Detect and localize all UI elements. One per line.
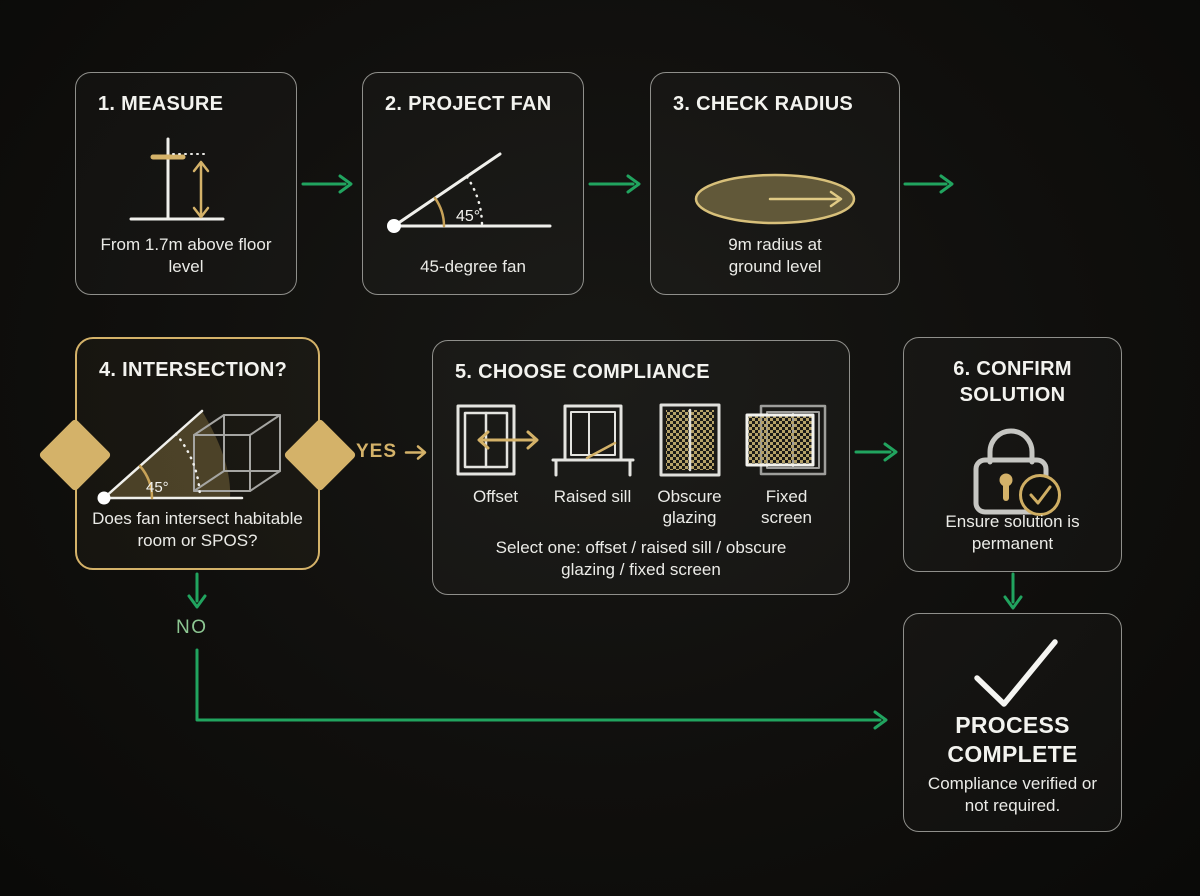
step-5-title: 5. CHOOSE COMPLIANCE bbox=[455, 361, 710, 383]
fan-angle-label: 45° bbox=[456, 208, 480, 225]
intersection-fan-cube-icon: 45° bbox=[77, 389, 318, 515]
step-4-caption: Does fan intersect habitable room or SPO… bbox=[92, 508, 303, 550]
process-complete-caption: Compliance verified or not required. bbox=[927, 773, 1098, 815]
step-3-caption: 9m radius at ground level bbox=[728, 234, 822, 276]
step-1-title: 1. MEASURE bbox=[98, 93, 224, 115]
arrowhead-step3-out bbox=[939, 174, 954, 194]
step-5-box: 5. CHOOSE COMPLIANCE Offset bbox=[432, 340, 850, 595]
option-raised-sill: Raised sill bbox=[545, 403, 641, 507]
arrowhead-no-path bbox=[873, 710, 888, 730]
step-2-title: 2. PROJECT FAN bbox=[385, 93, 552, 115]
arrowhead-step4-down bbox=[187, 594, 207, 609]
step-3-title: 3. CHECK RADIUS bbox=[673, 93, 854, 115]
step-3-box: 3. CHECK RADIUS 9m radius at ground leve… bbox=[650, 72, 900, 295]
no-label: NO bbox=[176, 617, 208, 638]
option-raised-sill-label: Raised sill bbox=[553, 487, 632, 506]
step-6-caption: Ensure solution is permanent bbox=[945, 511, 1080, 553]
option-fixed-screen: Fixed screen bbox=[739, 403, 835, 529]
arrowhead-step5-step6 bbox=[883, 442, 898, 462]
option-offset: Offset bbox=[448, 403, 544, 507]
obscure-glazing-window-icon bbox=[659, 403, 720, 477]
checkmark-icon bbox=[904, 636, 1121, 708]
lock-check-icon bbox=[904, 412, 1121, 520]
no-path-line bbox=[195, 648, 882, 722]
step-2-caption: 45-degree fan bbox=[420, 256, 526, 276]
height-measure-icon bbox=[76, 125, 296, 235]
fan-45-icon: 45° bbox=[363, 125, 583, 243]
no-branch-label: NO bbox=[176, 617, 208, 639]
step-4-title: 4. INTERSECTION? bbox=[99, 359, 288, 381]
yes-branch-label: YES bbox=[356, 441, 428, 463]
option-obscure-glazing-label: Obscure glazing bbox=[657, 487, 722, 528]
step-4-box: 4. INTERSECTION? 45° Does fan intersect … bbox=[75, 337, 320, 570]
step-1-caption: From 1.7m above floor level bbox=[100, 234, 272, 276]
offset-window-icon bbox=[456, 404, 538, 476]
yes-arrow-icon bbox=[404, 444, 427, 460]
arrowhead-step2-step3 bbox=[626, 174, 641, 194]
fixed-screen-window-icon bbox=[745, 404, 826, 476]
option-fixed-screen-label: Fixed screen bbox=[760, 487, 813, 528]
process-complete-box: PROCESS COMPLETE Compliance verified or … bbox=[903, 613, 1122, 832]
raised-sill-window-icon bbox=[551, 404, 634, 477]
option-offset-label: Offset bbox=[472, 487, 519, 506]
option-obscure-glazing: Obscure glazing bbox=[642, 403, 738, 529]
process-complete-title: PROCESS COMPLETE bbox=[947, 712, 1078, 767]
step-5-caption: Select one: offset / raised sill / obscu… bbox=[495, 537, 787, 579]
radius-ellipse-icon bbox=[651, 171, 899, 227]
arrowhead-step1-step2 bbox=[338, 174, 353, 194]
intersection-angle-label: 45° bbox=[146, 479, 169, 496]
arrowhead-step6-complete bbox=[1003, 595, 1023, 610]
step-2-box: 2. PROJECT FAN 45° 45-degree fan bbox=[362, 72, 584, 295]
step-1-box: 1. MEASURE From 1.7m above floor level bbox=[75, 72, 297, 295]
compliance-options: Offset Raised sill bbox=[447, 403, 835, 529]
step-6-title: 6. CONFIRM SOLUTION bbox=[953, 358, 1072, 406]
yes-label: YES bbox=[356, 441, 398, 462]
step-6-box: 6. CONFIRM SOLUTION Ensure solution is p… bbox=[903, 337, 1122, 572]
